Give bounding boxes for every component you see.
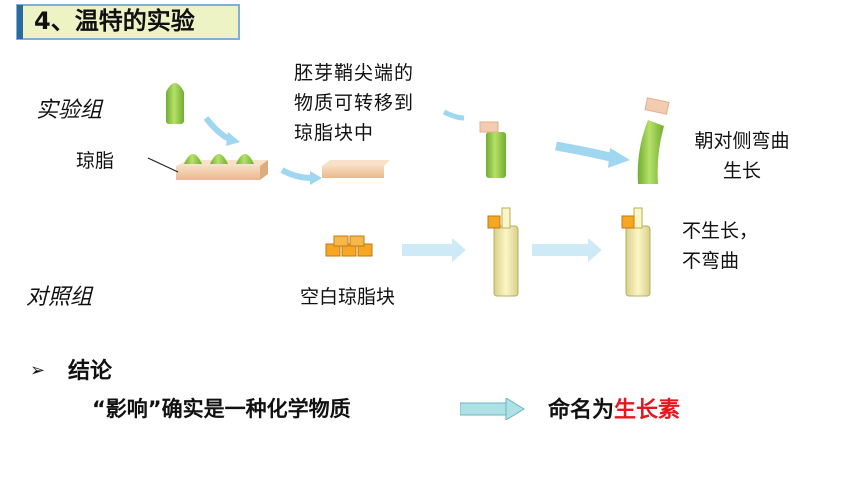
control-stem-1 bbox=[487, 207, 519, 297]
conclusion-text: “影响”确实是一种化学物质 bbox=[92, 397, 351, 421]
agar-block bbox=[322, 160, 390, 178]
experiment-group-label: 实验组 bbox=[36, 98, 103, 123]
stem-with-agar-cube bbox=[479, 121, 506, 178]
bullet-icon: ➢ bbox=[30, 360, 46, 381]
naming-line: 命名为生长素 bbox=[548, 392, 680, 424]
result-bend-line-1: 朝对侧弯曲 bbox=[694, 130, 790, 152]
naming-highlight: 生长素 bbox=[614, 398, 681, 423]
arrow-5 bbox=[402, 244, 454, 256]
transfer-note: 胚芽鞘尖端的 物质可转移到 琼脂块中 bbox=[294, 58, 414, 148]
arrow-4 bbox=[555, 141, 616, 163]
conclusion-arrow-icon bbox=[460, 398, 525, 420]
blank-agar-label: 空白琼脂块 bbox=[300, 286, 396, 308]
result-control-line-1: 不生长， bbox=[682, 220, 759, 242]
agar-pointer-line bbox=[147, 157, 179, 173]
transfer-note-line-2: 物质可转移到 bbox=[294, 92, 415, 114]
arrow-2 bbox=[280, 167, 313, 181]
transfer-note-line-3: 琼脂块中 bbox=[294, 122, 375, 144]
arrow-3 bbox=[442, 109, 465, 121]
title-box bbox=[16, 4, 240, 40]
result-bend: 朝对侧弯曲 生长 bbox=[672, 126, 812, 186]
control-stem-2 bbox=[621, 207, 651, 297]
conclusion-heading: 结论 bbox=[68, 359, 113, 384]
transfer-note-line-1: 胚芽鞘尖端的 bbox=[294, 62, 415, 84]
result-control-line-2: 不弯曲 bbox=[682, 250, 740, 272]
title-accent-bar bbox=[17, 5, 23, 39]
bent-stem bbox=[637, 97, 670, 184]
arrow-6 bbox=[532, 244, 590, 256]
result-bend-line-2: 生长 bbox=[722, 160, 761, 182]
blank-agar-pieces bbox=[325, 235, 373, 257]
result-control: 不生长， 不弯曲 bbox=[682, 216, 758, 276]
page-title: 4、温特的实验 bbox=[34, 7, 195, 35]
agar-label: 琼脂 bbox=[76, 150, 115, 172]
control-group-label: 对照组 bbox=[26, 285, 93, 310]
agar-with-tips bbox=[176, 154, 268, 180]
naming-prefix: 命名为 bbox=[548, 398, 615, 423]
seedling-tip bbox=[166, 83, 184, 124]
